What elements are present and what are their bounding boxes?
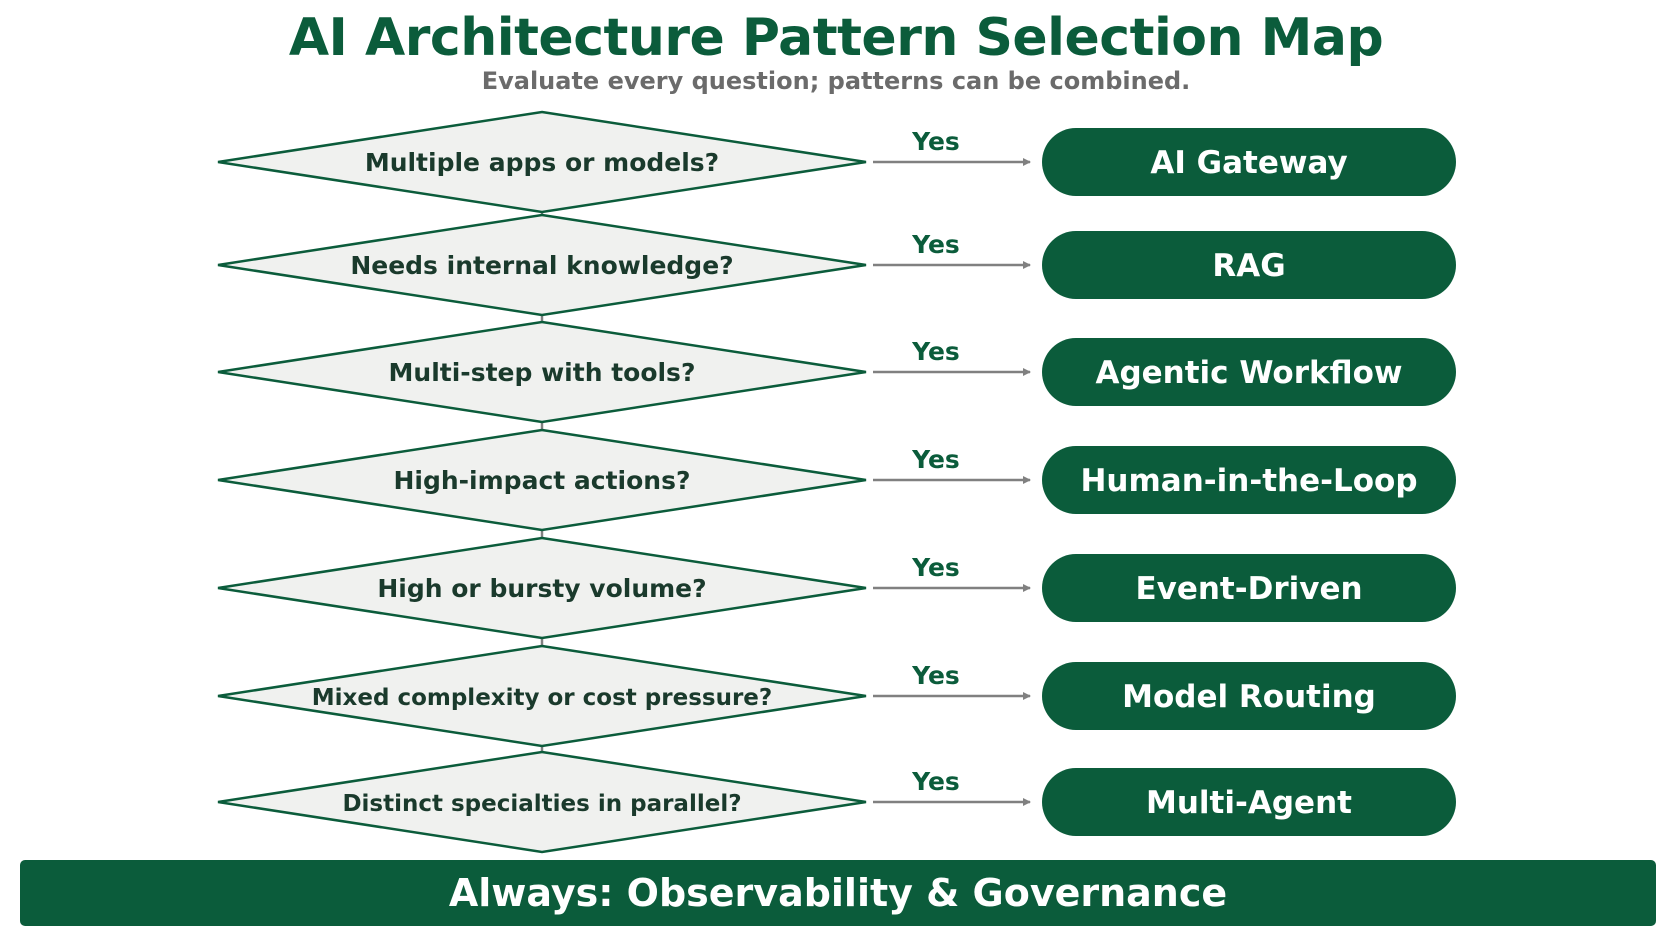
pattern-label: Model Routing <box>1122 679 1376 715</box>
decision-question: Distinct specialties in parallel? <box>342 791 741 817</box>
nodes-layer: Multiple apps or models? Yes AI GatewayNee… <box>217 110 1456 854</box>
pattern-pill <box>1042 338 1456 406</box>
pattern-pill <box>1042 554 1456 622</box>
decision-diamond <box>217 213 867 317</box>
decision-question: Multiple apps or models? <box>365 148 719 177</box>
pattern-pill <box>1042 128 1456 196</box>
decision-diamond <box>217 428 867 532</box>
decision-diamond <box>217 644 867 748</box>
decision-question: Mixed complexity or cost pressure? <box>312 685 772 711</box>
page-subtitle: Evaluate every question; patterns can be… <box>481 67 1191 95</box>
pattern-label: Event-Driven <box>1135 571 1362 607</box>
decision-diamond <box>217 536 867 640</box>
pattern-label: RAG <box>1212 248 1285 284</box>
yes-label: Yes <box>911 127 960 156</box>
yes-label: Yes <box>911 230 960 259</box>
decision-question: High or bursty volume? <box>377 574 706 603</box>
decision-diamond <box>217 750 867 854</box>
pattern-pill <box>1042 662 1456 730</box>
pattern-label: Multi-Agent <box>1146 785 1352 821</box>
decision-diamond <box>217 110 867 214</box>
pattern-label: AI Gateway <box>1150 145 1347 181</box>
page-title: AI Architecture Pattern Selection Map <box>288 8 1384 68</box>
pattern-pill <box>1042 446 1456 514</box>
yes-label: Yes <box>911 553 960 582</box>
pattern-pill <box>1042 231 1456 299</box>
yes-label: Yes <box>911 767 960 796</box>
pattern-label: Human-in-the-Loop <box>1080 463 1417 499</box>
yes-label: Yes <box>911 337 960 366</box>
decision-question: Multi-step with tools? <box>389 358 696 387</box>
pattern-pill <box>1042 768 1456 836</box>
always-banner: Always: Observability & Governance <box>20 860 1656 926</box>
decision-diamond <box>217 320 867 424</box>
yes-label: Yes <box>911 661 960 690</box>
pattern-label: Agentic Workflow <box>1095 355 1402 391</box>
decision-question: Needs internal knowledge? <box>350 251 733 280</box>
decision-question: High-impact actions? <box>394 466 691 495</box>
yes-label: Yes <box>911 445 960 474</box>
